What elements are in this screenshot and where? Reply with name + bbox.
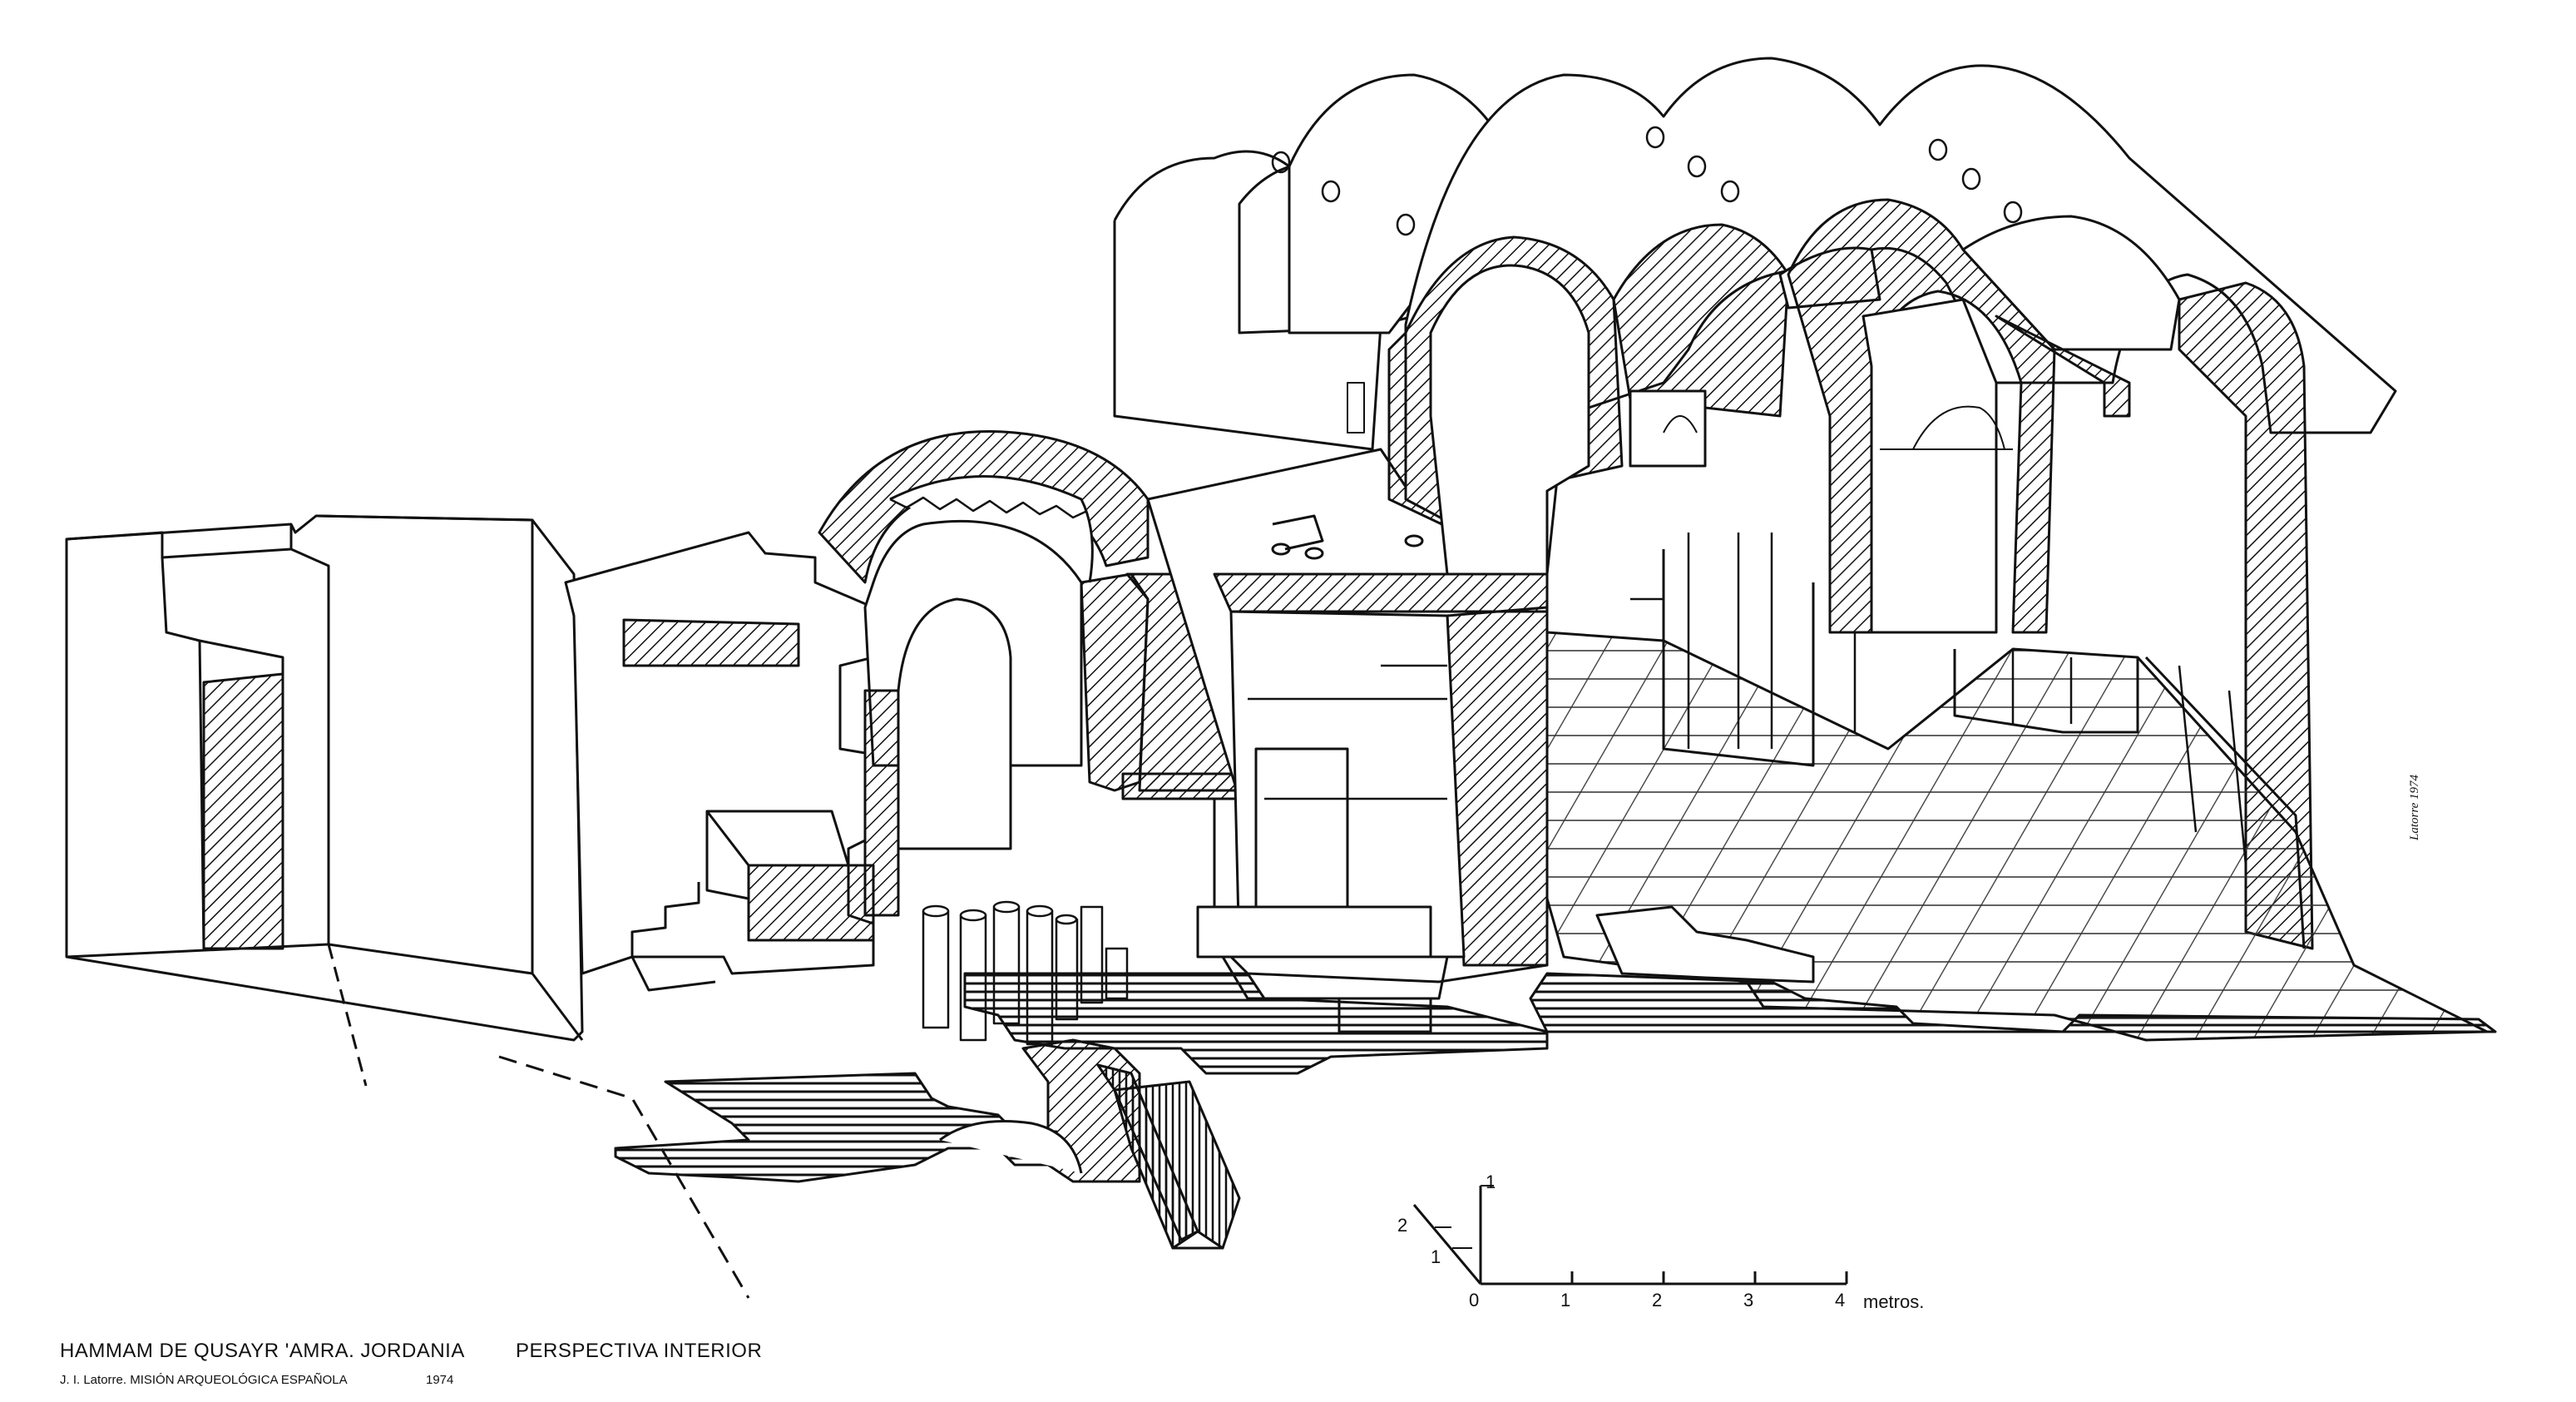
scale-depth-2-label: 2 [1397, 1215, 1408, 1236]
scale-tick-label-0: 0 [1469, 1290, 1480, 1310]
wall-blocks [1248, 533, 2247, 866]
artist-signature: Latorre 1974 [2408, 774, 2421, 840]
scale-ticks [1479, 1271, 1848, 1284]
entrance-hall [65, 514, 584, 1087]
scale-tick-label-3: 3 [1743, 1290, 1754, 1310]
barrel-vaults [1288, 57, 2397, 950]
drawing-year: 1974 [426, 1373, 454, 1387]
scale-tick-label-4: 4 [1835, 1290, 1846, 1310]
drawing-author: J. I. Latorre. MISIÓN ARQUEOLÓGICA ESPAÑ… [60, 1373, 348, 1387]
foreground-sections [614, 905, 2497, 1250]
drawing-title: HAMMAM DE QUSAYR 'AMRA. JORDANIA [60, 1340, 465, 1362]
central-block [564, 531, 875, 992]
scale-vertical-label: 1 [1486, 1172, 1496, 1192]
vault-skylights [1271, 126, 2023, 236]
scale-tick-label-2: 2 [1652, 1290, 1663, 1310]
scale-unit-label: metros. [1863, 1291, 1925, 1312]
drawing-subtitle: PERSPECTIVA INTERIOR [516, 1340, 763, 1362]
dashed-outline [498, 1055, 750, 1299]
scale-bar [1412, 1185, 1848, 1286]
scale-tick-label-1: 1 [1560, 1290, 1571, 1310]
scale-depth-1-label: 1 [1431, 1246, 1441, 1267]
